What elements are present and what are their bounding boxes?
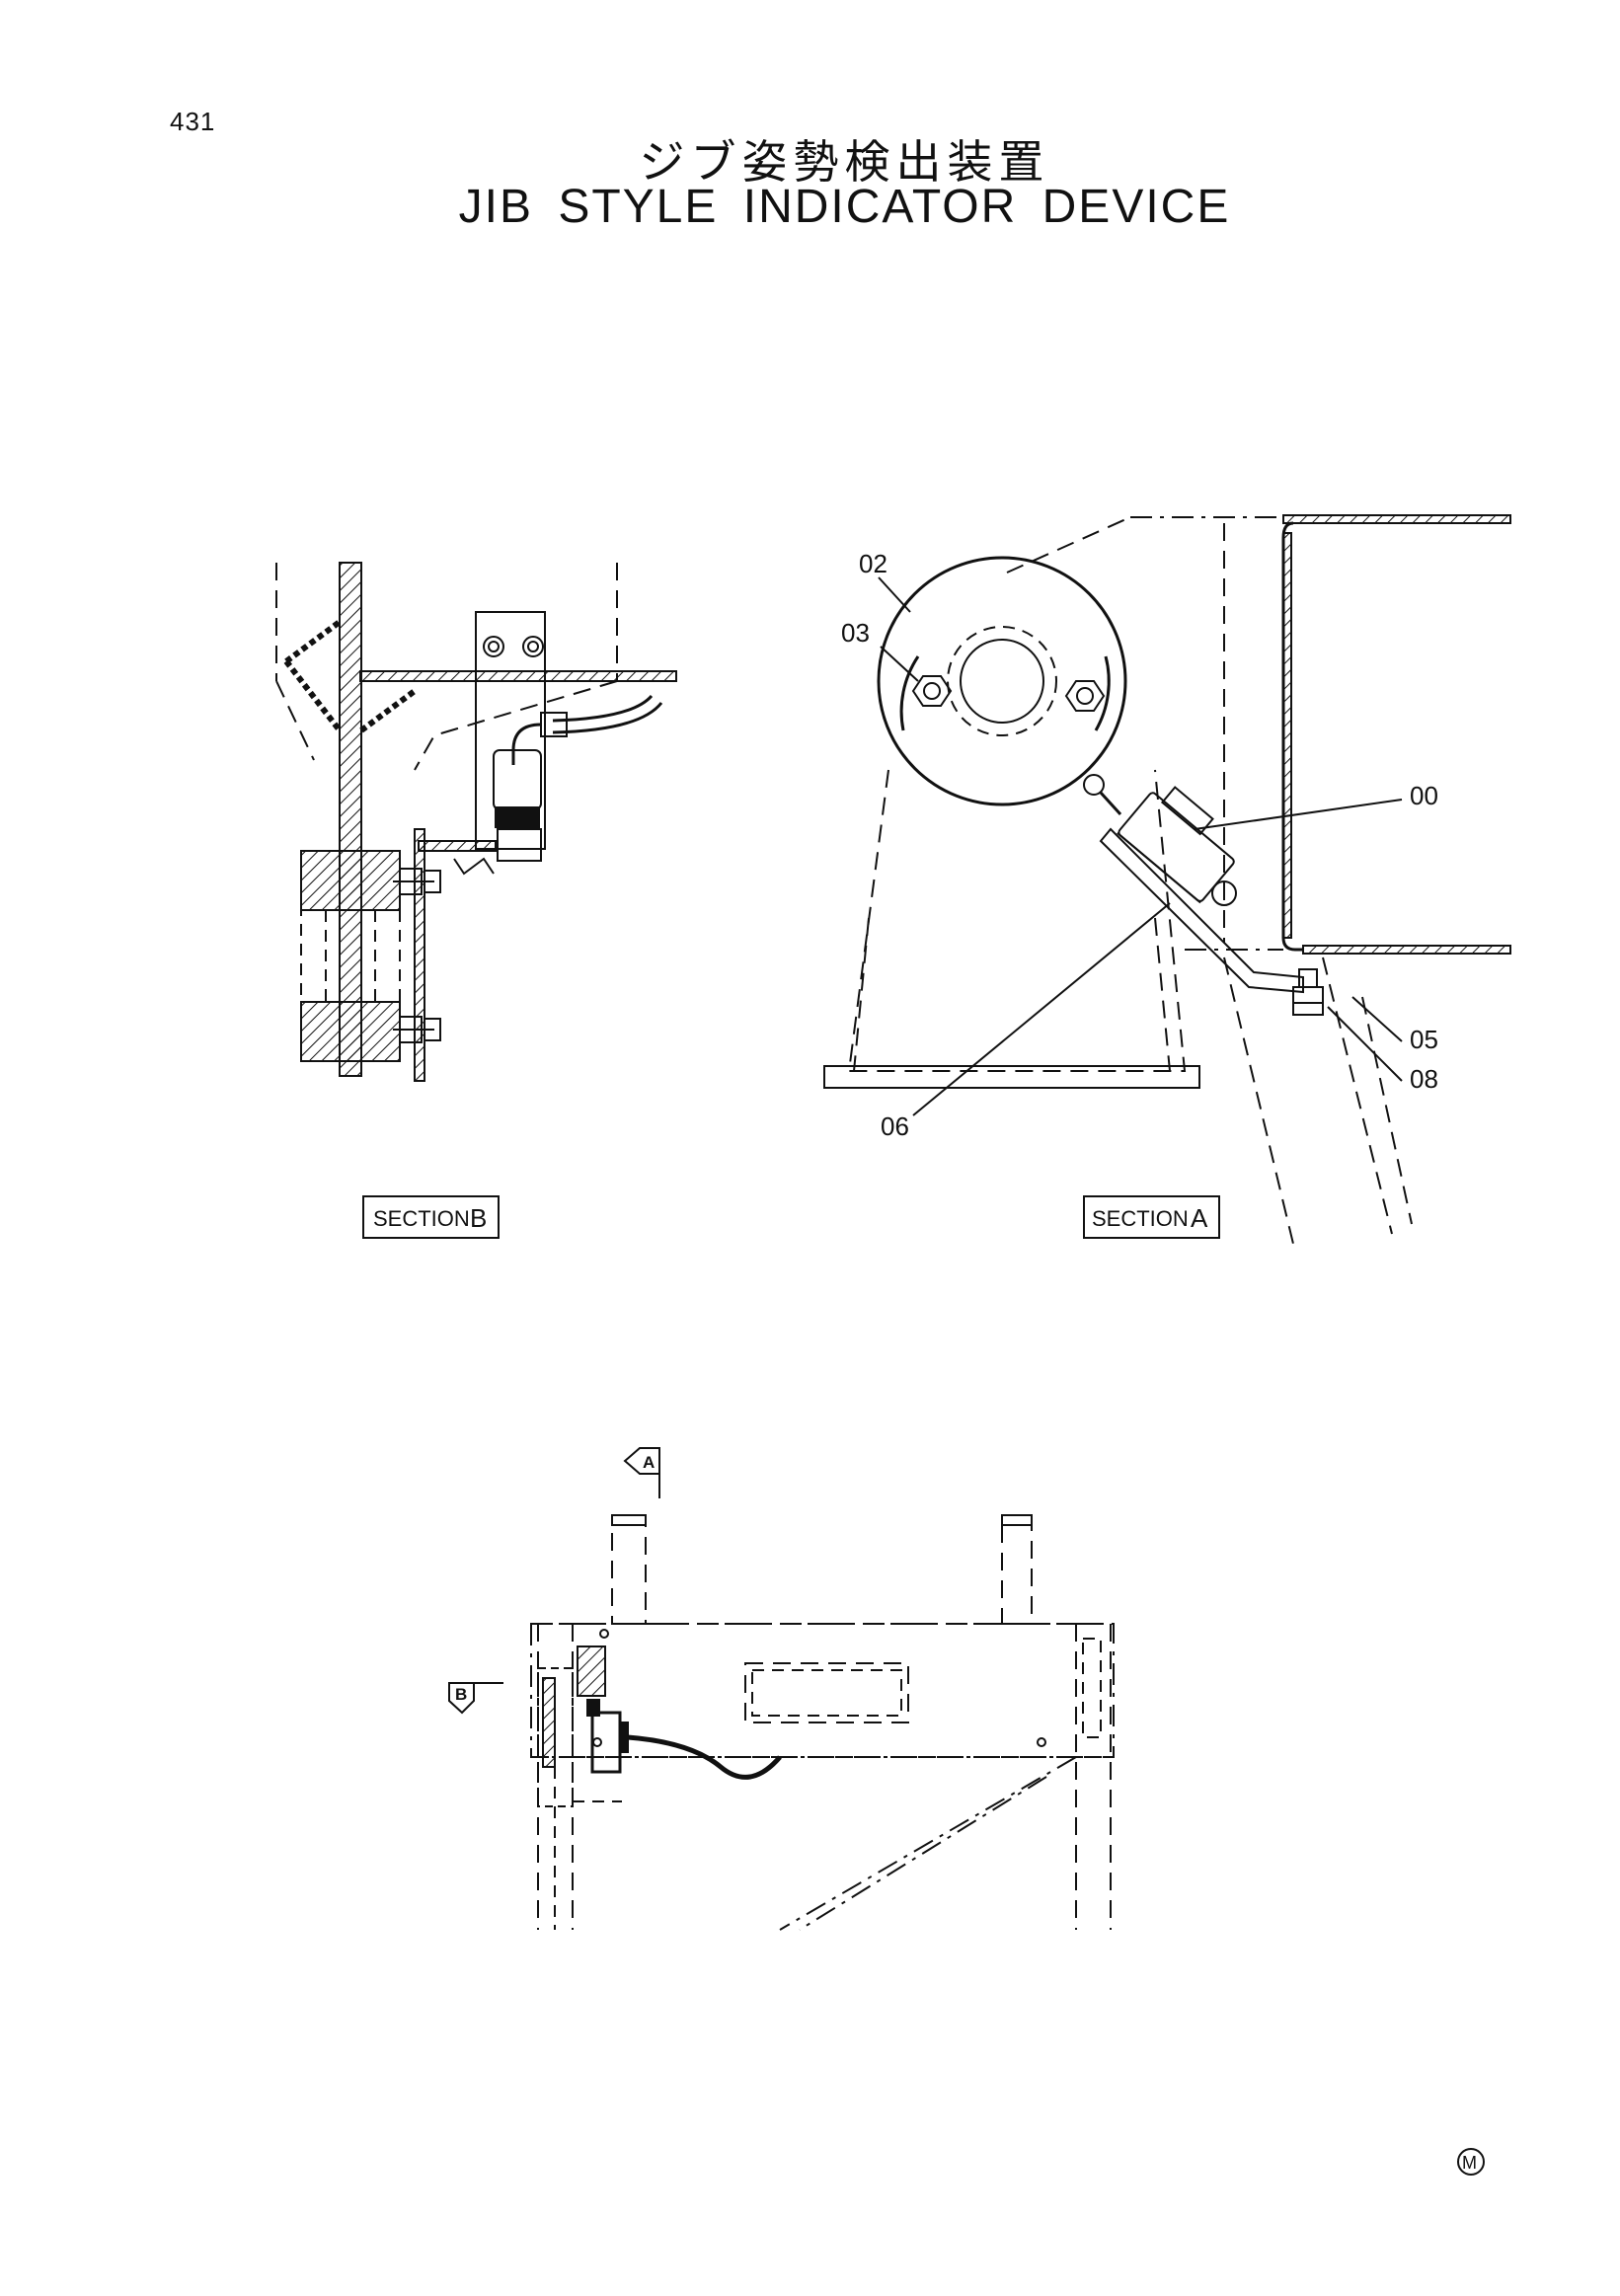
section-a-label: SECTION A bbox=[1083, 1195, 1220, 1239]
callout-08: 08 bbox=[1410, 1064, 1438, 1094]
corner-mark: M bbox=[1457, 2148, 1485, 2176]
callout-00: 00 bbox=[1410, 781, 1438, 810]
section-a-word: SECTION bbox=[1092, 1206, 1189, 1231]
view-arrow-a-letter: A bbox=[643, 1453, 655, 1472]
callout-05: 05 bbox=[1410, 1025, 1438, 1054]
leader-lines bbox=[878, 576, 1403, 1116]
section-b-label: SECTION B bbox=[362, 1195, 500, 1239]
section-a-drawing bbox=[823, 514, 1511, 1245]
title-english: JIB STYLE INDICATOR DEVICE bbox=[458, 181, 1231, 233]
plan-view-drawing bbox=[530, 1514, 1115, 1931]
title-japanese: ジブ姿勢検出装置 bbox=[639, 135, 1050, 189]
section-b-drawing bbox=[275, 562, 677, 1082]
section-a-letter: A bbox=[1191, 1203, 1208, 1233]
section-b-letter: B bbox=[470, 1203, 487, 1233]
page-number: 431 bbox=[170, 107, 216, 136]
view-arrow-a bbox=[623, 1447, 660, 1498]
section-b-word: SECTION bbox=[373, 1206, 470, 1231]
view-arrow-b-letter: B bbox=[455, 1685, 467, 1704]
callout-02: 02 bbox=[859, 549, 887, 578]
callout-06: 06 bbox=[881, 1111, 909, 1141]
view-arrow-b bbox=[448, 1682, 503, 1715]
corner-mark-letter: M bbox=[1462, 2153, 1477, 2173]
callout-03: 03 bbox=[841, 618, 870, 648]
